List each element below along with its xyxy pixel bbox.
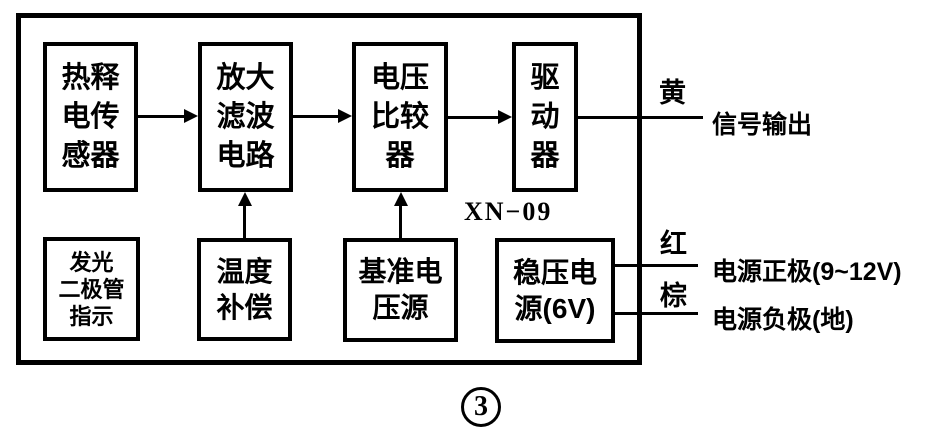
wire-power-positive [614, 264, 698, 267]
block-label-line: 热释 [61, 61, 120, 94]
block-label-line: 稳压电 [512, 256, 597, 288]
connector-comparator-to-driver [447, 116, 499, 119]
block-label-line: 动 [530, 100, 560, 133]
block-label-line: 压源 [372, 292, 429, 323]
block-voltage-regulator: 稳压电 源(6V) [495, 238, 615, 343]
block-driver: 驱 动 器 [512, 42, 578, 192]
block-label-line: 器 [530, 139, 560, 172]
wire-color-label-yellow: 黄 [659, 78, 686, 108]
connector-vref-to-comparator [399, 198, 402, 238]
block-label-line: 基准电 [358, 256, 443, 287]
block-amplifier-filter: 放大 滤波 电路 [198, 42, 293, 192]
block-label-line: 源(6V) [514, 292, 596, 324]
block-label-line: 指示 [69, 303, 114, 329]
block-voltage-comparator: 电压 比较 器 [352, 42, 448, 192]
wire-signal-output [577, 116, 703, 119]
connector-amplifier-to-comparator [291, 115, 339, 118]
block-label-line: 电路 [216, 139, 275, 172]
block-label-line: 滤波 [216, 100, 275, 133]
arrowhead-up-icon [238, 192, 252, 206]
block-label-line: 放大 [216, 61, 275, 94]
arrowhead-right-icon [498, 110, 512, 124]
block-reference-voltage-source: 基准电 压源 [343, 238, 458, 342]
block-temperature-compensation: 温度 补偿 [197, 238, 292, 341]
block-label-line: 电压 [370, 61, 429, 94]
figure-number-badge: 3 [461, 387, 501, 427]
block-label-line: 驱 [530, 61, 560, 94]
wire-power-negative [614, 312, 698, 315]
block-label-line: 比较 [370, 100, 429, 133]
arrowhead-up-icon [394, 192, 408, 206]
power-negative-label: 电源负极(地) [712, 306, 854, 334]
block-label-line: 电传 [61, 100, 120, 133]
connector-sensor-to-amplifier [137, 115, 187, 118]
block-led-indicator: 发光 二极管 指示 [43, 237, 140, 341]
signal-output-label: 信号输出 [712, 111, 813, 139]
module-model-label: XN−09 [464, 197, 553, 226]
wire-color-label-red: 红 [660, 229, 687, 259]
block-label-line: 感器 [61, 139, 120, 172]
arrowhead-right-icon [338, 109, 352, 123]
block-label-line: 器 [385, 139, 415, 172]
block-pyroelectric-sensor: 热释 电传 感器 [43, 42, 138, 192]
block-label-line: 温度 [216, 255, 273, 287]
block-label-line: 二极管 [58, 276, 125, 302]
block-label-line: 补偿 [216, 291, 273, 323]
figure-number: 3 [474, 391, 488, 422]
wire-color-label-brown: 棕 [660, 281, 687, 311]
power-positive-label: 电源正极(9~12V) [712, 258, 902, 286]
arrowhead-right-icon [184, 109, 198, 123]
connector-tempcomp-to-amplifier [243, 198, 246, 238]
block-label-line: 发光 [69, 249, 114, 275]
